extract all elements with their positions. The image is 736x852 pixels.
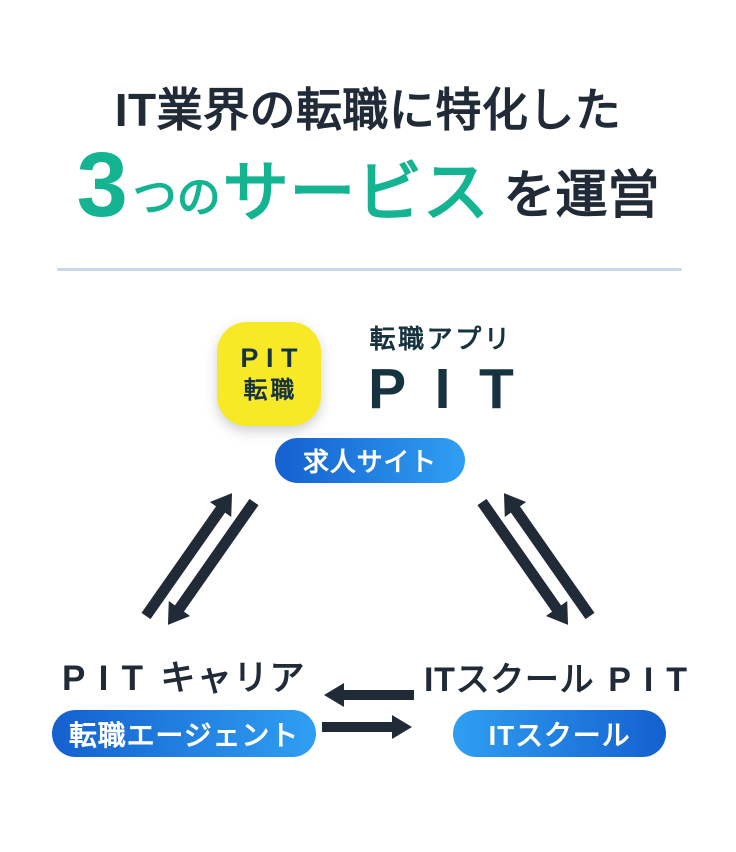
- career-badge: 転職エージェント: [52, 710, 316, 757]
- school-badge: ITスクール: [453, 710, 666, 757]
- divider: [57, 268, 682, 271]
- title-line1: IT業界の転職に特化した: [114, 84, 622, 136]
- double-arrow-diagonal-left-icon: [141, 493, 259, 625]
- title-line2: 3 つの サービス を運営: [0, 134, 736, 236]
- double-arrow-horizontal-icon: [322, 683, 414, 739]
- career-label-jp: キャリア: [160, 659, 306, 698]
- pit-app-icon: PIT 転職: [217, 322, 321, 426]
- app-icon-text-bottom: 転職: [243, 377, 298, 404]
- title-suffix: を運営: [503, 167, 660, 226]
- app-name-label: PIT: [368, 357, 543, 421]
- title-highlight: サービス: [222, 154, 490, 229]
- app-badge: 求人サイト: [275, 438, 465, 483]
- title-number: 3: [76, 134, 128, 236]
- app-category-label: 転職アプリ: [369, 324, 513, 354]
- school-label-jp: ITスクール: [424, 661, 595, 699]
- app-icon-text-top: PIT: [240, 343, 306, 373]
- school-label: ITスクール PIT: [424, 652, 700, 701]
- school-label-latin: PIT: [608, 661, 700, 699]
- double-arrow-diagonal-right-icon: [477, 493, 595, 625]
- career-label-latin: PIT: [62, 659, 157, 698]
- app-logo: 転職アプリ PIT: [335, 326, 547, 418]
- title-counter: つの: [132, 173, 221, 223]
